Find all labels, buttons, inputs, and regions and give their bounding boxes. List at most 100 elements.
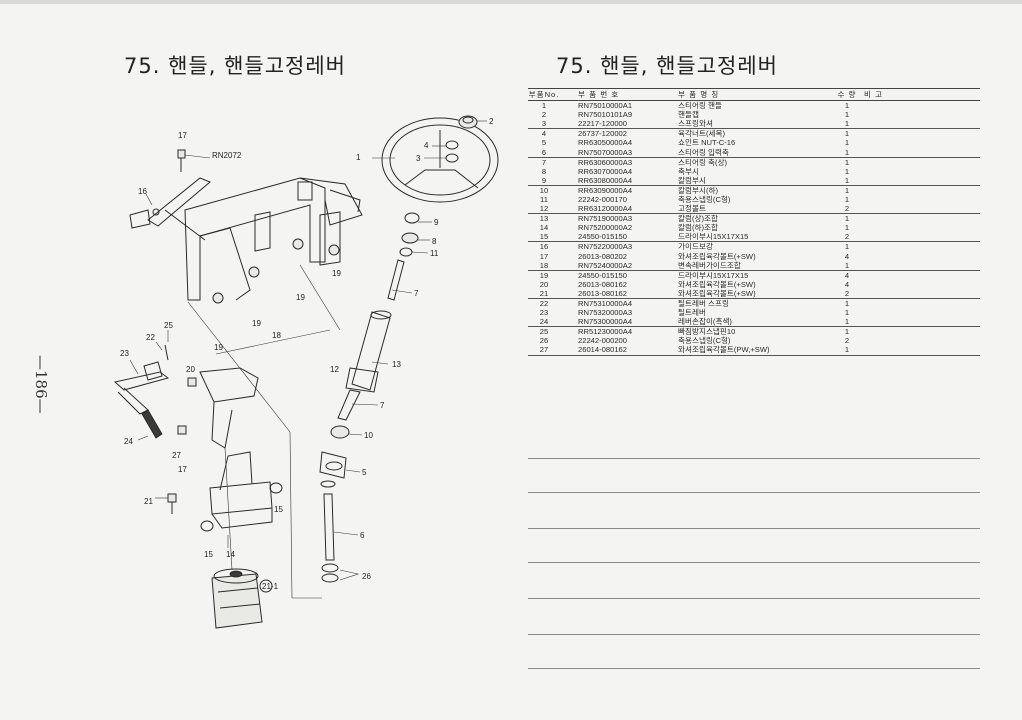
ruled-line <box>528 598 980 599</box>
callout-5: 5 <box>362 468 367 477</box>
cell-quantity: 1 <box>844 214 850 224</box>
cell-quantity: 1 <box>844 327 850 337</box>
cell-quantity: 2 <box>830 288 864 299</box>
cell-remarks <box>864 336 980 345</box>
cell-remarks <box>864 167 980 176</box>
cell-part-no: 22 <box>539 299 549 309</box>
cell-remarks <box>864 327 980 337</box>
cell-part-no: 2 <box>541 110 547 120</box>
cell-part-name: 빠짐방지스냅핀10 <box>678 327 736 337</box>
callout-17a: 17 <box>178 131 187 140</box>
cell-part-name: 칼럼부시 <box>678 175 830 186</box>
callout-27: 27 <box>172 451 181 460</box>
cell-quantity: 2 <box>830 232 864 243</box>
cell-quantity: 1 <box>830 317 864 328</box>
cell-part-number: RN75200000A2 <box>578 223 633 233</box>
cell-part-no: 23 <box>539 308 549 318</box>
cell-quantity: 4 <box>844 251 850 261</box>
callout-16: 16 <box>138 187 147 196</box>
cell-part-name: 칼럼부시(하) <box>678 185 718 195</box>
callout-3: 3 <box>416 154 421 163</box>
cell-part-number: RN75070000A3 <box>560 147 678 158</box>
cell-quantity: 1 <box>844 194 850 204</box>
cell-part-no: 21 <box>528 288 560 299</box>
cell-part-no: 1 <box>541 101 547 111</box>
cell-remarks <box>864 119 980 130</box>
cell-remarks <box>864 214 980 224</box>
table-header-row: 부품No. 부 품 번 호 부 품 명 칭 수 량 비 고 <box>528 88 980 101</box>
cell-remarks <box>864 345 980 356</box>
bushings-19 <box>212 238 340 304</box>
cell-quantity: 2 <box>844 336 850 346</box>
cell-part-name: 가이드보강 <box>678 242 713 252</box>
steering-column-lower <box>319 425 363 583</box>
cell-quantity: 1 <box>844 101 850 111</box>
header-part-name: 부 품 명 칭 <box>678 88 830 101</box>
cell-quantity: 1 <box>830 147 864 158</box>
cell-part-number: RR63090000A4 <box>578 185 633 195</box>
cell-quantity: 1 <box>844 223 850 233</box>
cell-part-number: RN75190000A3 <box>578 214 633 224</box>
cell-remarks <box>864 101 980 111</box>
cell-part-number: RN75240000A2 <box>560 260 678 271</box>
ruled-line <box>528 668 980 669</box>
tilt-lever-assembly <box>113 330 259 449</box>
callout-20: 20 <box>186 365 195 374</box>
cell-part-no: 6 <box>528 147 560 158</box>
callout-19b: 19 <box>252 319 261 328</box>
cell-part-name: 틸트레버 <box>678 308 706 318</box>
cell-part-number: RR63060000A3 <box>578 157 633 167</box>
ruled-line <box>528 492 980 493</box>
cell-part-name: 스티어링 축(상) <box>678 157 728 167</box>
ruled-line <box>528 458 980 459</box>
callout-13: 13 <box>392 360 401 369</box>
cell-part-no: 13 <box>539 214 549 224</box>
cell-part-no: 7 <box>541 157 547 167</box>
callout-1: 1 <box>356 153 361 162</box>
cell-remarks <box>864 270 980 280</box>
cell-remarks <box>864 317 980 328</box>
table-row: 25 RR51230000A4 빠짐방지스냅핀10 1 <box>528 327 980 337</box>
power-steering-unit <box>211 568 273 629</box>
cell-part-number: RN75320000A3 <box>578 308 633 318</box>
callout-15b: 15 <box>204 550 213 559</box>
cell-part-name: 육각너트(세목) <box>678 129 725 139</box>
callout-21-1: 21-1 <box>262 582 279 591</box>
cell-quantity: 1 <box>844 129 850 139</box>
cell-part-no: 8 <box>541 166 547 176</box>
cell-quantity: 1 <box>844 166 850 176</box>
callout-12: 12 <box>330 365 339 374</box>
assembly-guide-lines <box>187 264 341 599</box>
cell-quantity: 1 <box>844 110 850 120</box>
cell-part-no: 5 <box>541 138 547 148</box>
cell-part-no: 25 <box>539 327 549 337</box>
cell-part-name: 와셔조립육각볼트(PW,+SW) <box>678 345 830 356</box>
cell-remarks <box>864 175 980 186</box>
cell-part-name: 고정볼트 <box>678 204 830 215</box>
cell-part-number: 26013-080162 <box>578 279 627 289</box>
cell-part-name: 쇼인트 NUT-C-16 <box>678 138 736 148</box>
cell-remarks <box>864 280 980 289</box>
callout-19d: 19 <box>332 269 341 278</box>
cell-quantity: 4 <box>844 270 850 280</box>
cell-part-number: 26013-080202 <box>578 251 627 261</box>
cell-quantity: 1 <box>844 308 850 318</box>
cell-remarks <box>864 298 980 308</box>
cell-part-name: 축용스냅링(C형) <box>678 194 731 204</box>
cell-part-number: 22242-000200 <box>578 336 627 346</box>
diagram-title: 75. 핸들, 핸들고정레버 <box>124 54 346 78</box>
cell-part-number: RR51230000A4 <box>578 327 633 337</box>
callout-26: 26 <box>362 572 371 581</box>
cell-part-name: 와셔조립육각볼트(+SW) <box>678 251 756 261</box>
